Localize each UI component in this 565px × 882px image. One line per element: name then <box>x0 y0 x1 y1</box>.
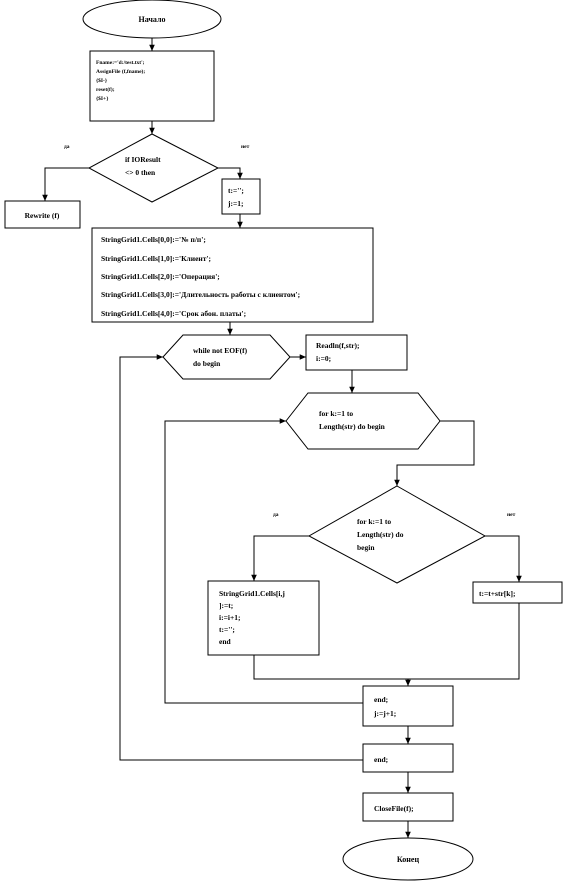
yes-label: да <box>273 512 279 518</box>
grid-header-line: StringGrid1.Cells[2,0]:='Операция'; <box>101 272 220 281</box>
init-line: Fname:='d:/test.txt'; <box>96 60 145 66</box>
init-vars-process: t:=''; j:=1; <box>221 178 261 215</box>
io-check-line: <> 0 then <box>125 168 156 177</box>
grid-header-line: StringGrid1.Cells[0,0]:='№ п/п'; <box>101 235 206 244</box>
no-label: нет <box>241 144 250 150</box>
concat-process: t:=t+str[k]; <box>472 581 563 604</box>
vars-line: t:=''; <box>228 186 244 195</box>
assign-line: StringGrid1.Cells[i,j <box>219 589 285 598</box>
arrow-loop-back-while <box>119 354 363 761</box>
end-while-process: end; <box>362 743 454 773</box>
while-loop-hexagon: while not EOF(f) do begin <box>162 334 291 380</box>
end-while-label: end; <box>374 755 388 764</box>
concat-label: t:=t+str[k]; <box>479 589 515 598</box>
yes-label: да <box>64 144 70 150</box>
end-label: Конец <box>397 855 420 864</box>
for1-line: Length(str) do begin <box>319 422 386 431</box>
init-line: AssignFile (f,fname); <box>96 68 145 75</box>
readln-line: Readln(f,str); <box>316 341 360 350</box>
line-merge <box>253 603 520 680</box>
init-line: reset(f); <box>96 86 115 93</box>
readln-process: Readln(f,str); i:=0; <box>305 334 408 371</box>
io-check-line: if IOResult <box>125 155 161 164</box>
grid-header-line: StringGrid1.Cells[3,0]:='Длительность ра… <box>101 290 300 299</box>
rewrite-process: Rewrite (f) <box>4 200 81 229</box>
readln-line: i:=0; <box>316 354 331 363</box>
assign-line: end <box>219 637 232 646</box>
for-loop-hexagon: for k:=1 to Length(str) do begin <box>285 392 441 450</box>
no-label: нет <box>507 512 516 518</box>
arrow-for2-yes <box>251 535 309 581</box>
connectors <box>42 38 522 838</box>
while-line: do begin <box>193 359 221 368</box>
init-line: {$I-} <box>96 77 107 84</box>
end-inc-line: end; <box>374 695 388 704</box>
assign-cell-process: StringGrid1.Cells[i,j ]:=t; i:=i+1; t:='… <box>207 580 320 656</box>
close-file-process: CloseFile(f); <box>362 792 454 822</box>
while-line: while not EOF(f) <box>193 346 248 355</box>
start-label: Начало <box>139 15 166 24</box>
vars-line: j:=1; <box>227 199 244 208</box>
for1-line: for k:=1 to <box>319 409 353 418</box>
arrow-for2-no <box>485 535 522 582</box>
arrow-loop-back-for <box>164 418 363 704</box>
arrow-check-no <box>218 167 243 179</box>
end-inc-process: end; j:=j+1; <box>362 685 454 727</box>
rewrite-label: Rewrite (f) <box>25 211 60 220</box>
io-check-decision: if IOResult <> 0 then <box>87 133 220 203</box>
grid-header-line: StringGrid1.Cells[1,0]:='Клиент'; <box>101 254 211 263</box>
start-terminator: Начало <box>82 0 222 39</box>
grid-header-line: StringGrid1.Cells[4,0]:='Срок абон. плат… <box>101 309 246 318</box>
assign-line: t:=''; <box>219 625 235 634</box>
for-decision: for k:=1 to Length(str) do begin <box>307 485 487 584</box>
assign-line: ]:=t; <box>219 601 233 610</box>
for2-line: begin <box>357 543 375 552</box>
init-line: {$I+} <box>96 95 108 102</box>
init-process: Fname:='d:/test.txt'; AssignFile (f,fnam… <box>89 50 215 122</box>
close-label: CloseFile(f); <box>374 804 414 813</box>
for2-line: Length(str) do <box>357 530 404 539</box>
end-inc-line: j:=j+1; <box>373 709 396 718</box>
arrow-for1-to-for2 <box>394 420 475 486</box>
grid-headers-process: StringGrid1.Cells[0,0]:='№ п/п'; StringG… <box>91 227 374 323</box>
for2-line: for k:=1 to <box>357 517 391 526</box>
arrow-check-yes <box>42 167 89 201</box>
assign-line: i:=i+1; <box>219 613 240 622</box>
end-terminator: Конец <box>342 837 474 881</box>
